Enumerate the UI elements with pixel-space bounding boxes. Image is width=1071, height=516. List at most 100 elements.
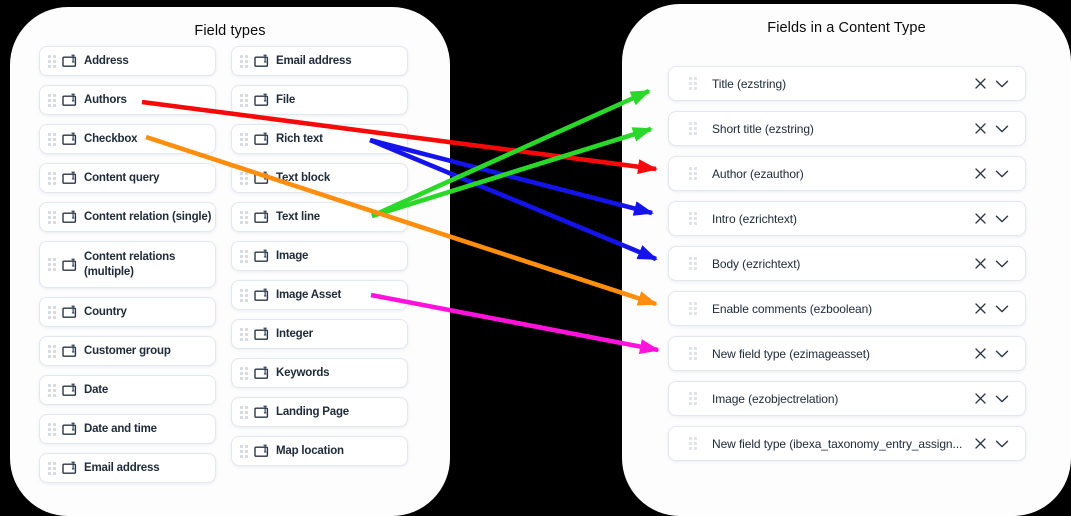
field-type-label: Email address <box>276 54 352 67</box>
drag-handle-icon[interactable] <box>689 257 697 270</box>
drag-handle-icon[interactable] <box>689 302 697 315</box>
chevron-down-icon[interactable] <box>991 433 1013 455</box>
chevron-down-icon[interactable] <box>991 343 1013 365</box>
drag-handle-icon[interactable] <box>240 210 248 224</box>
field-type-label: Landing Page <box>276 405 349 418</box>
drag-handle-icon[interactable] <box>48 258 56 271</box>
drag-handle-icon[interactable] <box>48 171 56 185</box>
drag-handle-icon[interactable] <box>240 288 248 302</box>
content-type-field-row[interactable]: Short title (ezstring) <box>668 111 1026 146</box>
drag-handle-icon[interactable] <box>48 54 56 68</box>
content-type-field-rows: Title (ezstring) Short title (ezstring) Au… <box>668 66 1026 461</box>
field-type-card[interactable]: File <box>231 85 408 115</box>
drag-handle-icon[interactable] <box>48 461 56 475</box>
field-type-card[interactable]: Content relation (single) <box>39 202 216 232</box>
field-type-icon <box>254 54 270 68</box>
drag-handle-icon[interactable] <box>689 167 697 180</box>
field-type-label: Address <box>84 54 129 67</box>
drag-handle-icon[interactable] <box>240 93 248 107</box>
drag-handle-icon[interactable] <box>689 77 697 90</box>
field-type-label: Email address <box>84 461 160 474</box>
field-type-card[interactable]: Integer <box>231 319 408 349</box>
drag-handle-icon[interactable] <box>240 405 248 419</box>
drag-handle-icon[interactable] <box>48 305 56 319</box>
field-type-card[interactable]: Address <box>39 46 216 76</box>
drag-handle-icon[interactable] <box>48 210 56 224</box>
field-type-card[interactable]: Customer group <box>39 336 216 366</box>
field-type-card[interactable]: Image <box>231 241 408 271</box>
drag-handle-icon[interactable] <box>240 327 248 341</box>
field-type-label: Date <box>84 383 109 396</box>
field-type-card[interactable]: Text line <box>231 202 408 232</box>
field-type-icon <box>62 383 78 397</box>
field-type-card[interactable]: Authors <box>39 85 216 115</box>
drag-handle-icon[interactable] <box>240 132 248 146</box>
field-type-card[interactable]: Date and time <box>39 414 216 444</box>
chevron-down-icon[interactable] <box>991 118 1013 140</box>
field-type-card[interactable]: Landing Page <box>231 397 408 427</box>
field-row-label: New field type (ibexa_taxonomy_entry_ass… <box>712 436 963 451</box>
drag-handle-icon[interactable] <box>48 344 56 358</box>
field-type-card[interactable]: Text block <box>231 163 408 193</box>
field-type-card[interactable]: Checkbox <box>39 124 216 154</box>
drag-handle-icon[interactable] <box>48 93 56 107</box>
content-type-field-row[interactable]: Title (ezstring) <box>668 66 1026 101</box>
remove-field-icon[interactable] <box>969 433 991 455</box>
field-type-card[interactable]: Content query <box>39 163 216 193</box>
chevron-down-icon[interactable] <box>991 253 1013 275</box>
drag-handle-icon[interactable] <box>48 383 56 397</box>
remove-field-icon[interactable] <box>969 163 991 185</box>
drag-handle-icon[interactable] <box>240 249 248 263</box>
drag-handle-icon[interactable] <box>48 132 56 146</box>
field-type-card[interactable]: Email address <box>231 46 408 76</box>
drag-handle-icon[interactable] <box>240 366 248 380</box>
field-row-label: Title (ezstring) <box>712 76 786 91</box>
drag-handle-icon[interactable] <box>689 347 697 360</box>
remove-field-icon[interactable] <box>969 118 991 140</box>
chevron-down-icon[interactable] <box>991 388 1013 410</box>
remove-field-icon[interactable] <box>969 253 991 275</box>
field-type-icon <box>62 461 78 475</box>
content-type-field-row[interactable]: Image (ezobjectrelation) <box>668 381 1026 416</box>
content-type-field-row[interactable]: New field type (ibexa_taxonomy_entry_ass… <box>668 426 1026 461</box>
field-type-card[interactable]: Country <box>39 297 216 327</box>
drag-handle-icon[interactable] <box>48 422 56 436</box>
field-type-card[interactable]: Map location <box>231 436 408 466</box>
field-type-card[interactable]: Content relations (multiple) <box>39 241 216 288</box>
field-type-label: Country <box>84 305 127 318</box>
drag-handle-icon[interactable] <box>240 444 248 458</box>
chevron-down-icon[interactable] <box>991 298 1013 320</box>
field-row-label: Intro (ezrichtext) <box>712 211 797 226</box>
content-type-field-row[interactable]: Intro (ezrichtext) <box>668 201 1026 236</box>
field-type-icon <box>62 171 78 185</box>
chevron-down-icon[interactable] <box>991 73 1013 95</box>
field-type-label: Content query <box>84 171 160 184</box>
chevron-down-icon[interactable] <box>991 163 1013 185</box>
drag-handle-icon[interactable] <box>689 392 697 405</box>
drag-handle-icon[interactable] <box>689 437 697 450</box>
field-type-card[interactable]: Rich text <box>231 124 408 154</box>
field-type-card[interactable]: Image Asset <box>231 280 408 310</box>
remove-field-icon[interactable] <box>969 298 991 320</box>
content-type-field-row[interactable]: Author (ezauthor) <box>668 156 1026 191</box>
remove-field-icon[interactable] <box>969 343 991 365</box>
drag-handle-icon[interactable] <box>689 122 697 135</box>
content-type-field-row[interactable]: Enable comments (ezboolean) <box>668 291 1026 326</box>
remove-field-icon[interactable] <box>969 208 991 230</box>
field-type-card[interactable]: Email address <box>39 453 216 483</box>
field-type-label: Checkbox <box>84 132 138 145</box>
field-row-label: Body (ezrichtext) <box>712 256 801 271</box>
chevron-down-icon[interactable] <box>991 208 1013 230</box>
drag-handle-icon[interactable] <box>689 212 697 225</box>
drag-handle-icon[interactable] <box>240 171 248 185</box>
drag-handle-icon[interactable] <box>240 54 248 68</box>
field-row-label: Author (ezauthor) <box>712 166 804 181</box>
content-type-field-row[interactable]: Body (ezrichtext) <box>668 246 1026 281</box>
field-type-card[interactable]: Date <box>39 375 216 405</box>
field-type-card[interactable]: Keywords <box>231 358 408 388</box>
remove-field-icon[interactable] <box>969 388 991 410</box>
field-type-icon <box>254 171 270 185</box>
content-type-field-row[interactable]: New field type (ezimageasset) <box>668 336 1026 371</box>
remove-field-icon[interactable] <box>969 73 991 95</box>
field-row-label: Short title (ezstring) <box>712 121 814 136</box>
